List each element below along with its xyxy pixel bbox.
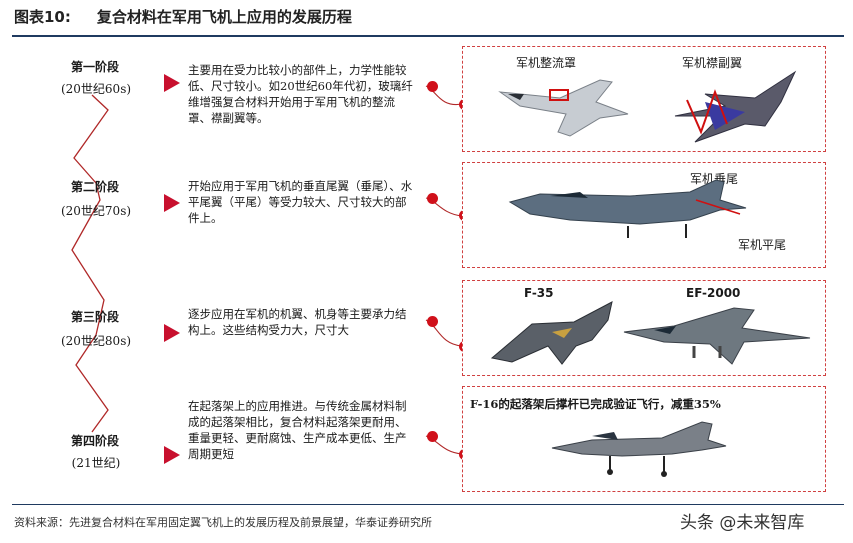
stage-3-description: 逐步应用在军机的机翼、机身等主要承力结构上。这些结构受力大，尺寸大 (188, 307, 407, 337)
fighter-jet-illustration (508, 179, 747, 238)
stage-1-name: 第一阶段 (70, 60, 119, 74)
red-dot-icon (427, 316, 438, 327)
stage-1-label-flaperon: 军机襟副翼 (682, 56, 743, 70)
stage-3-image-box (462, 280, 826, 376)
red-dot-icon (427, 193, 438, 204)
fighter-jet-illustration (551, 421, 727, 477)
figure-title: 图表10: 复合材料在军用飞机上应用的发展历程 (14, 6, 352, 27)
stage-4-name: 第四阶段 (70, 434, 119, 448)
fighter-jet-illustration (490, 301, 613, 365)
stage-1-label-fairing: 军机整流罩 (516, 56, 577, 70)
stage-3-period: (20世纪80s) (60, 334, 132, 348)
stage-1-description: 主要用在受力比较小的部件上，力学性能较低、尺寸较小。如20世纪60年代初，玻璃纤… (188, 63, 413, 125)
stage-4-description: 在起落架上的应用推进。与传统金属材料制成的起落架相比，复合材料起落架更耐用、重量… (188, 399, 407, 461)
stage-2-period: (20世纪70s) (60, 204, 132, 218)
stage-2-description: 开始应用于军用飞机的垂直尾翼（垂尾）、水平尾翼（平尾）等受力较大、尺寸较大的部件… (188, 179, 413, 225)
red-dot-icon (427, 431, 438, 442)
watermark: 头条 @未来智库 (680, 513, 805, 533)
top-rule (12, 35, 844, 37)
stage-3-name: 第三阶段 (70, 310, 119, 324)
stage-1-period: (20世纪60s) (60, 82, 132, 96)
stage-2-name: 第二阶段 (70, 180, 119, 194)
fighter-jet-illustration (674, 70, 797, 143)
stage-4-label-f16: F-16的起落架后撑杆已完成验证飞行，减重35% (470, 397, 721, 411)
red-arrow-icon (164, 446, 180, 464)
red-arrow-icon (164, 74, 180, 92)
fighter-jet-illustration (623, 307, 811, 365)
stage-2-label-horizontal-tail: 军机平尾 (738, 238, 787, 252)
red-dot-icon (427, 81, 438, 92)
stage-2-label-vertical-tail: 军机垂尾 (690, 172, 739, 186)
figure-number: 图表10: (14, 8, 71, 26)
stage-3-label-f35: F-35 (524, 286, 554, 300)
red-arrow-icon (164, 194, 180, 212)
fighter-jet-illustration (498, 79, 629, 137)
figure-title-text: 复合材料在军用飞机上应用的发展历程 (96, 8, 352, 26)
red-arrow-icon (164, 324, 180, 342)
stage-4-period: (21世纪) (71, 456, 121, 470)
stage-3-label-ef2000: EF-2000 (686, 286, 741, 300)
bottom-rule (12, 504, 844, 505)
source-note: 资料来源：先进复合材料在军用固定翼飞机上的发展历程及前景展望，华泰证券研究所 (14, 516, 432, 529)
